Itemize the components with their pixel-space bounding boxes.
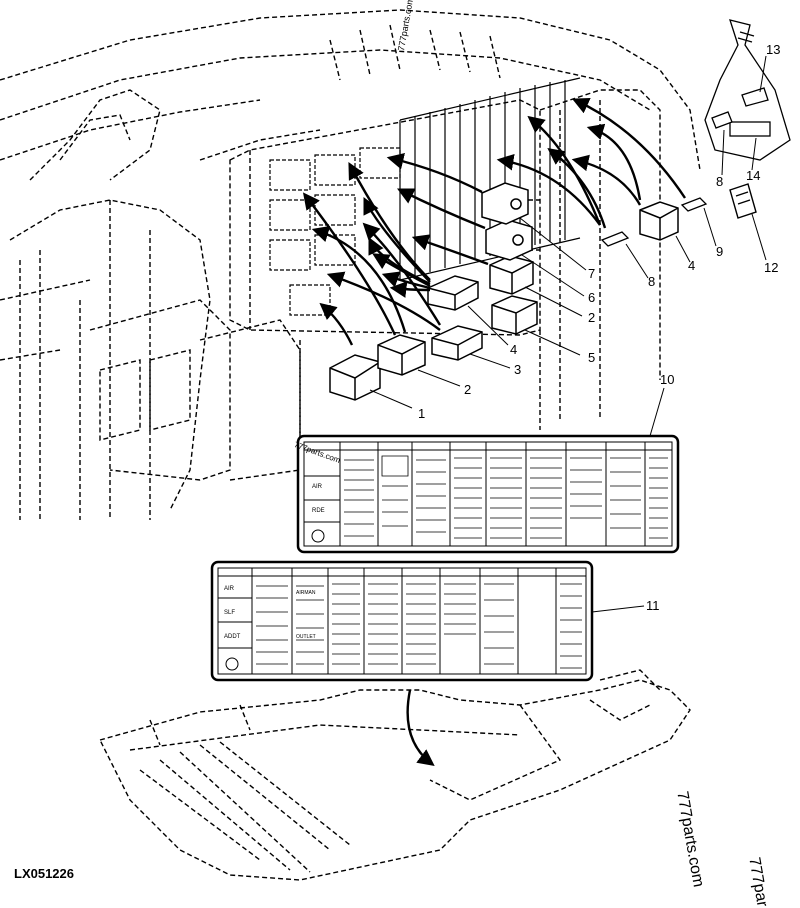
decal-10-cells (344, 455, 668, 539)
fuse-puller-12 (729, 183, 757, 219)
callout-4-lower: 4 (510, 342, 517, 357)
decal-11-cells (256, 583, 582, 669)
callout-9: 9 (716, 244, 723, 259)
leader-lines (369, 55, 767, 613)
callout-3: 3 (514, 362, 521, 377)
fuse-8 (600, 231, 630, 247)
lower-panel (98, 669, 691, 881)
decal-11-text-4: AIRMAN (296, 590, 316, 596)
decal-11-text-3: ADDT (224, 634, 241, 640)
callout-1: 1 (418, 406, 425, 421)
callout-12: 12 (764, 260, 778, 275)
relay-sockets (269, 147, 401, 316)
decal-10-text-2: RDE (312, 508, 325, 514)
install-arrows (302, 98, 687, 767)
relay-1 (329, 354, 381, 401)
relay-7 (481, 182, 529, 225)
callout-4-right: 4 (688, 258, 695, 273)
callout-14: 14 (746, 168, 760, 183)
decal-10-text-1: AIR (312, 484, 323, 490)
fuse-9 (680, 197, 708, 212)
relay-6 (485, 219, 533, 261)
relay-2b (489, 255, 534, 295)
machine-frame (0, 9, 701, 520)
callout-7: 7 (588, 266, 595, 281)
callout-11: 11 (646, 598, 660, 613)
relay-4a (427, 275, 479, 311)
callout-2-lower: 2 (464, 382, 471, 397)
relay-4b (639, 201, 679, 241)
decal-11-text-2: SLF (224, 610, 235, 616)
callout-13: 13 (766, 42, 780, 57)
callout-8-fuse: 8 (648, 274, 655, 289)
callout-8-bag: 8 (716, 174, 723, 189)
callout-5: 5 (588, 350, 595, 365)
callout-10: 10 (660, 372, 674, 387)
relay-5 (491, 295, 538, 335)
relay-3 (431, 325, 483, 361)
parts-bag (704, 19, 791, 161)
callout-6: 6 (588, 290, 595, 305)
decal-11-text-5: OUTLET (296, 634, 316, 640)
decal-11: AIR SLF ADDT AIRMAN OUTLET (210, 560, 594, 682)
callouts: 1 2 3 4 5 2 6 7 8 4 9 12 8 14 13 10 11 (418, 42, 780, 613)
decal-10: AIR RDE (296, 434, 680, 554)
drawing-code: LX051226 (14, 866, 74, 881)
callout-2-upper: 2 (588, 310, 595, 325)
decal-11-text-1: AIR (224, 586, 235, 592)
relay-2a (377, 334, 426, 376)
